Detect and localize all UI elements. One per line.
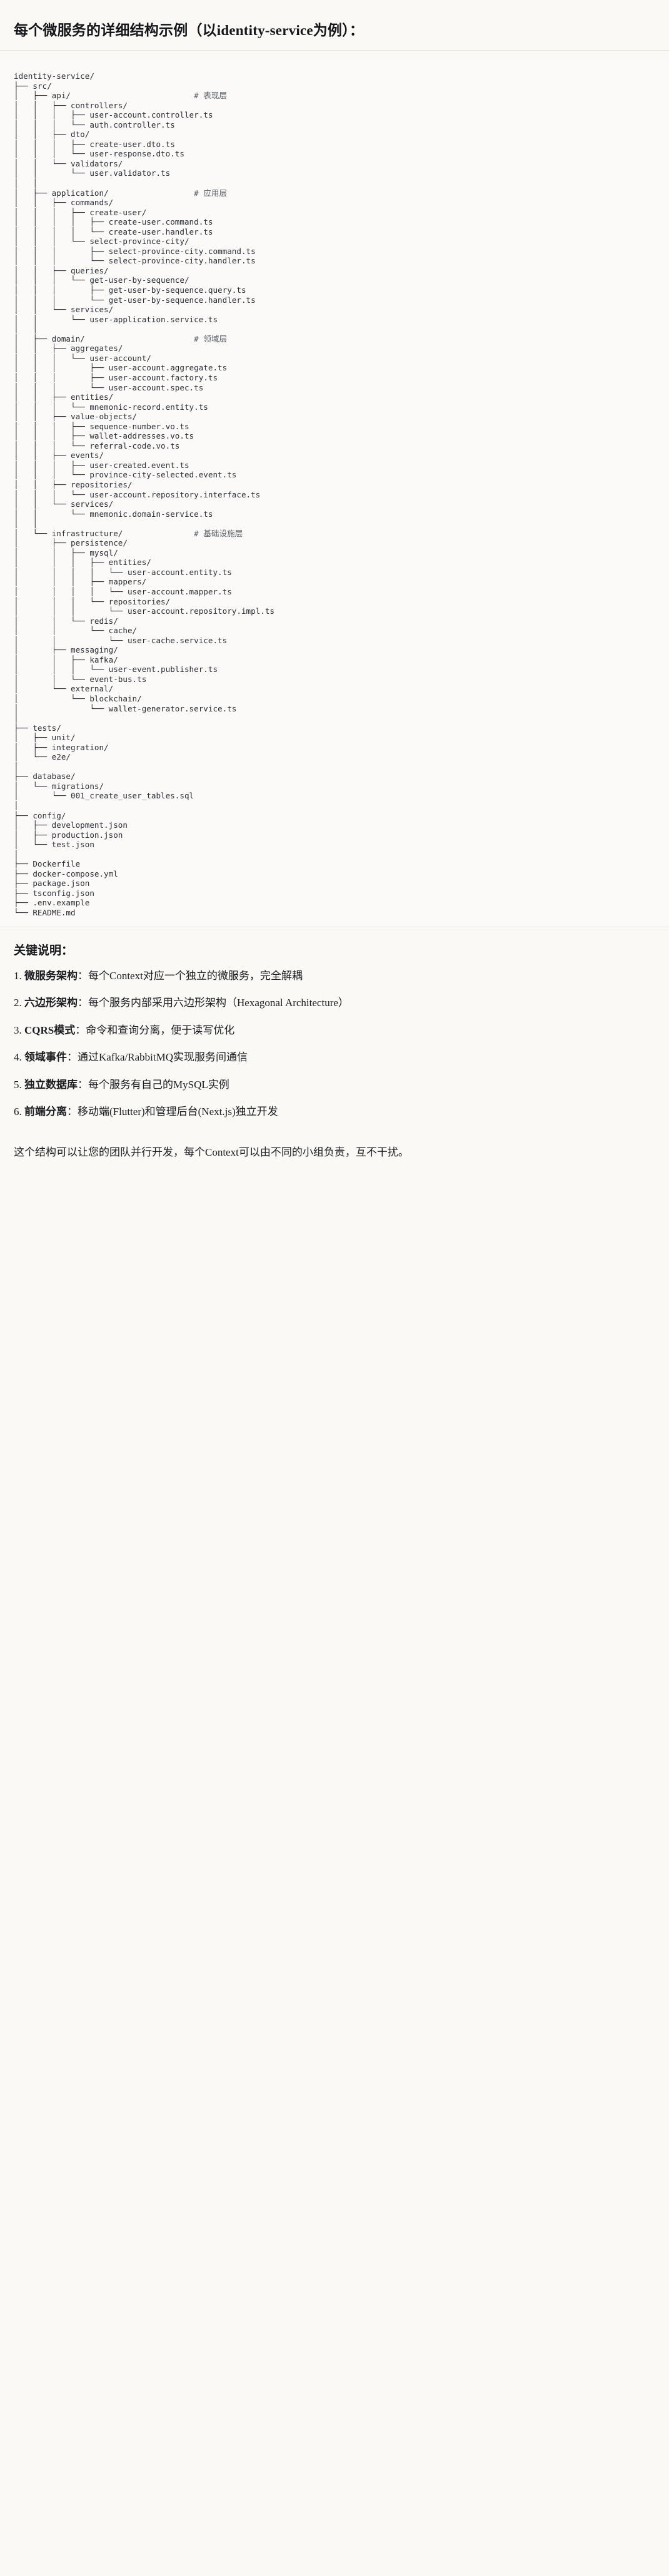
key-note-term: 微服务架构 xyxy=(24,969,78,982)
key-note-description: 通过Kafka/RabbitMQ实现服务间通信 xyxy=(78,1051,248,1064)
key-note-term: 六边形架构 xyxy=(24,997,78,1009)
page-title: 每个微服务的详细结构示例（以identity-service为例）： xyxy=(0,9,669,51)
key-note-number: 1. xyxy=(14,969,22,982)
key-note-number: 2. xyxy=(14,997,22,1009)
key-note-number: 4. xyxy=(14,1051,22,1064)
key-note-item: 2. 六边形架构：每个服务内部采用六边形架构（Hexagonal Archite… xyxy=(14,995,655,1011)
key-note-item: 3. CQRS模式：命令和查询分离，便于读写优化 xyxy=(14,1022,655,1039)
key-note-description: 每个服务有自己的MySQL实例 xyxy=(88,1078,229,1091)
tree-comment: # 表现层 xyxy=(194,91,228,101)
key-note-separator: ： xyxy=(67,1051,78,1064)
closing-paragraph: 这个结构可以让您的团队并行开发，每个Context可以由不同的小组负责，互不干扰… xyxy=(14,1146,409,1158)
key-note-separator: ： xyxy=(75,1024,86,1036)
key-note-separator: ： xyxy=(78,997,88,1009)
key-note-separator: ： xyxy=(67,1106,78,1118)
key-note-term: 领域事件 xyxy=(24,1051,67,1064)
key-note-item: 4. 领域事件：通过Kafka/RabbitMQ实现服务间通信 xyxy=(14,1049,655,1066)
key-note-term: 独立数据库 xyxy=(24,1078,78,1091)
tree-comment: # 应用层 xyxy=(194,188,228,198)
key-note-description: 移动端(Flutter)和管理后台(Next.js)独立开发 xyxy=(78,1106,278,1118)
key-note-description: 每个Context对应一个独立的微服务，完全解耦 xyxy=(88,969,303,982)
key-note-description: 每个服务内部采用六边形架构（Hexagonal Architecture） xyxy=(88,997,349,1009)
key-note-number: 3. xyxy=(14,1024,22,1036)
document-page: 每个微服务的详细结构示例（以identity-service为例）： ident… xyxy=(0,9,669,1177)
key-notes-title: 关键说明： xyxy=(14,944,74,957)
key-note-number: 5. xyxy=(14,1078,22,1091)
key-note-item: 5. 独立数据库：每个服务有自己的MySQL实例 xyxy=(14,1077,655,1093)
directory-tree: identity-service/ ├── src/ │ ├── api/ # … xyxy=(14,71,275,918)
tree-comment: # 基础设施层 xyxy=(194,528,243,538)
key-note-term: CQRS模式 xyxy=(24,1024,76,1036)
tree-comment: # 领域层 xyxy=(194,333,228,344)
key-note-separator: ： xyxy=(78,1078,88,1091)
key-note-item: 6. 前端分离：移动端(Flutter)和管理后台(Next.js)独立开发 xyxy=(14,1104,655,1120)
key-note-description: 命令和查询分离，便于读写优化 xyxy=(86,1024,235,1036)
key-note-separator: ： xyxy=(78,969,88,982)
key-note-term: 前端分离 xyxy=(24,1106,67,1118)
directory-tree-block: identity-service/ ├── src/ │ ├── api/ # … xyxy=(0,60,669,927)
key-note-number: 6. xyxy=(14,1106,22,1118)
key-note-item: 1. 微服务架构：每个Context对应一个独立的微服务，完全解耦 xyxy=(14,968,655,984)
